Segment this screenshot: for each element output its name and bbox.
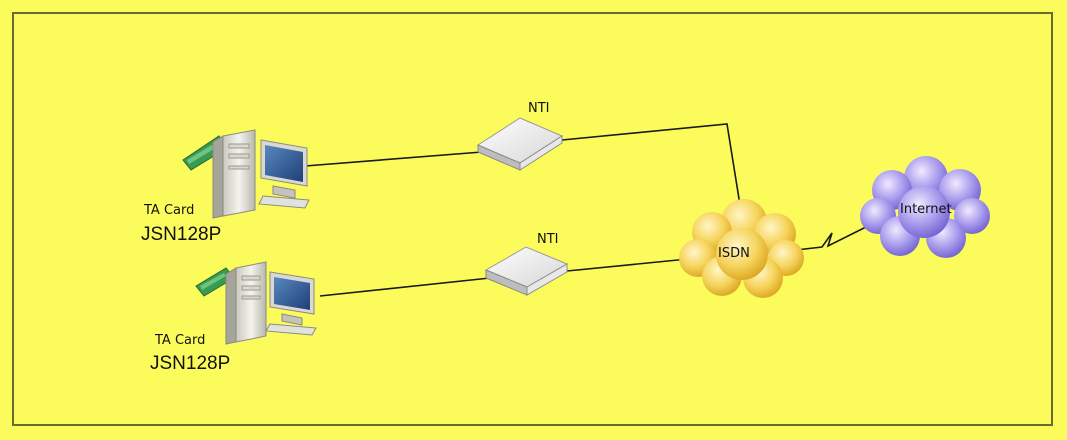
nt1-box-icon <box>476 117 564 171</box>
link-pc1-nt1 <box>304 151 483 167</box>
computer-with-ta-card-icon <box>195 261 317 345</box>
link-nt2-isdn <box>566 258 689 272</box>
workstation-2: TA Card JSN128P <box>150 261 317 374</box>
nt1-label: NTI <box>537 232 559 247</box>
nt1-label: NTI <box>528 101 550 116</box>
link-nt1-isdn <box>561 123 741 206</box>
diagram-frame <box>12 12 1053 426</box>
nt1-bottom: NTI <box>484 232 569 296</box>
internet-cloud: Internet <box>860 156 990 258</box>
cloud-icon <box>679 199 804 298</box>
internet-label: Internet <box>900 202 952 217</box>
model-label: JSN128P <box>150 353 230 374</box>
isdn-cloud: ISDN <box>679 199 804 298</box>
link-pc2-nt1 <box>319 277 491 297</box>
link-isdn-internet <box>795 225 869 251</box>
ta-card-label: TA Card <box>143 203 194 218</box>
ta-card-label: TA Card <box>154 333 205 348</box>
cloud-icon <box>860 156 990 258</box>
links <box>304 123 869 297</box>
workstation-1: TA Card JSN128P <box>141 129 310 245</box>
nt1-box-icon <box>484 246 569 296</box>
computer-with-ta-card-icon <box>182 129 310 219</box>
nt1-top: NTI <box>476 101 564 171</box>
isdn-label: ISDN <box>718 246 750 261</box>
model-label: JSN128P <box>141 224 221 245</box>
